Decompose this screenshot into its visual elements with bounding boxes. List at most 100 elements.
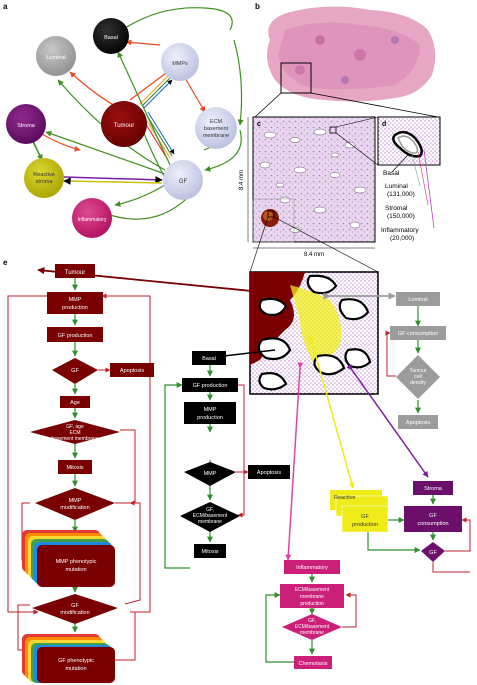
inflammatory-decision bbox=[282, 614, 342, 640]
tumour-age-decision-label-1: GF, age bbox=[66, 424, 84, 430]
ecm-node-label-3: membrane bbox=[203, 133, 229, 139]
inflammatory-ecm-label-1: ECM/basement bbox=[295, 587, 330, 593]
tumour-mmp-production-label-1: MMP bbox=[69, 297, 82, 303]
tumour-age-decision-label-3: basement membrane bbox=[51, 436, 98, 442]
basal-apoptosis-label: Apoptosis bbox=[257, 470, 281, 476]
tumour-apoptosis bbox=[110, 363, 154, 377]
tumour-node bbox=[101, 101, 147, 147]
inflammatory-flowchart: Inflammatory ECM/basement membrane produ… bbox=[265, 560, 357, 669]
gf-pheno-label-1: GF phenotypic bbox=[58, 658, 94, 664]
zoom-line-right bbox=[310, 92, 439, 118]
arrow-ecm-to-gf bbox=[204, 129, 242, 172]
inflammatory-ecm-production bbox=[280, 584, 344, 608]
tumour-flow-start-label: Tumour bbox=[65, 270, 85, 276]
zoom-line-left bbox=[254, 92, 282, 118]
basal-mmp-decision bbox=[184, 462, 236, 486]
tumour-flow-start bbox=[55, 264, 95, 278]
gf-node bbox=[163, 160, 203, 200]
stroma-flow-start bbox=[413, 481, 453, 495]
reactive-stroma-node bbox=[24, 158, 64, 198]
arrow-to-inflammatory-flow bbox=[285, 362, 304, 561]
basal-flow-start bbox=[192, 351, 226, 365]
zoom-line-d-bottom bbox=[335, 132, 379, 166]
tumour-gf-mod-label-2: modification bbox=[60, 610, 89, 616]
stroma-gf-decision-label: GF bbox=[429, 550, 437, 556]
basal-ecm-decision bbox=[180, 502, 240, 532]
mmp-phenotypic-stack: MMP phenotypic mutation bbox=[22, 530, 115, 587]
detail-cell bbox=[392, 130, 423, 158]
tumour-age-decision-label-2: ECM bbox=[69, 430, 80, 436]
basal-gf-production-label: GF production bbox=[193, 383, 228, 389]
inflammatory-node bbox=[72, 198, 112, 238]
basal-node-label: Basal bbox=[104, 35, 118, 41]
zoom-box-tumour bbox=[267, 210, 275, 218]
arrow-reactive-to-gf bbox=[63, 176, 163, 184]
tumour-age-decision bbox=[30, 420, 120, 444]
luminal-apoptosis bbox=[398, 415, 438, 429]
tumour-flowchart: Tumour MMP production GF production GF A… bbox=[7, 264, 154, 683]
arrow-mmps-to-basal bbox=[125, 39, 161, 46]
stroma-node-label: Stroma bbox=[17, 123, 36, 129]
luminal-decision-label-1: Tumour bbox=[409, 368, 426, 374]
tumour-gf-mod-label-1: GF bbox=[71, 603, 79, 609]
zoom-box bbox=[280, 62, 312, 94]
inflammatory-node-label: Inflammatory bbox=[78, 217, 107, 223]
arrow-to-reactive-flow bbox=[307, 335, 355, 489]
basal-ecm-decision-label-3: membrane bbox=[198, 519, 222, 525]
tumour-mmp-mod-label-2: modification bbox=[60, 505, 89, 511]
rainbow-up-3 bbox=[143, 79, 173, 109]
mmps-node bbox=[161, 43, 199, 81]
inflammatory-flow-start-label: Inflammatory bbox=[296, 565, 328, 571]
inflammatory-decision-label-2: ECM/basement bbox=[295, 624, 330, 630]
tumour-age-label: Age bbox=[70, 400, 80, 406]
stroma-gf-consumption-label-1: GF bbox=[429, 513, 437, 519]
basal-mitosis-label: Mitosis bbox=[201, 549, 218, 555]
luminal-flowchart: Luminal GF consumption Tumour cell densi… bbox=[385, 292, 446, 429]
stroma-gf-consumption-label-2: consumption bbox=[417, 521, 448, 527]
luminal-gf-consumption bbox=[390, 326, 446, 340]
simulation-panel: c bbox=[252, 116, 376, 243]
basal-mitosis bbox=[194, 544, 226, 558]
basal-flow-start-label: Basal bbox=[202, 356, 216, 362]
reactive-node-label-1: Reactive bbox=[33, 172, 54, 178]
reactive-gf-production-label-1: GF bbox=[361, 514, 369, 520]
stroma-gf-decision bbox=[421, 542, 445, 562]
rainbow-up-2 bbox=[141, 77, 171, 107]
mmps-node-label: MMPs bbox=[172, 61, 188, 67]
tumour-gf-production-label: GF production bbox=[58, 333, 93, 339]
mmp-pheno-label-2: mutation bbox=[65, 567, 86, 573]
luminal-node-label: Luminal bbox=[46, 55, 65, 61]
gf-pheno-label-2: mutation bbox=[65, 666, 86, 672]
luminal-decision-label-3: density bbox=[410, 380, 426, 386]
arrow-gf-to-reactive bbox=[63, 177, 163, 185]
rainbow-up-1 bbox=[139, 75, 169, 105]
basal-mmp-decision-label: MMP bbox=[204, 471, 217, 477]
arrow-gf-to-basal bbox=[117, 51, 171, 166]
mmp-pheno-label-1: MMP phenotypic bbox=[56, 559, 97, 565]
legend-lines bbox=[391, 149, 435, 229]
zoom-box-small bbox=[329, 126, 337, 134]
stroma-gf-consumption bbox=[404, 506, 462, 532]
tumour-mmp-production-label-2: production bbox=[62, 305, 88, 311]
luminal-apoptosis-label: Apoptosis bbox=[406, 420, 430, 426]
tumour-mmp-production bbox=[47, 292, 103, 314]
panel-e-label: e bbox=[3, 258, 8, 267]
tumour-mmp-mod-label-1: MMP bbox=[69, 498, 82, 504]
reactive-gf-production-label-2: production bbox=[352, 522, 378, 528]
ecm-node bbox=[195, 107, 237, 149]
panel-c-label: c bbox=[257, 121, 261, 128]
basal-mmp-production-label-1: MMP bbox=[204, 407, 217, 413]
inflammatory-ecm-label-2: membrane bbox=[300, 594, 324, 600]
legend-inflammatory-name: Inflammatory bbox=[381, 227, 419, 234]
tumour-gf-decision-label: GF bbox=[71, 368, 79, 374]
tumour-gf-production bbox=[47, 327, 103, 342]
tumour-gf-decision bbox=[52, 358, 98, 384]
tumour-apoptosis-label: Apoptosis bbox=[120, 368, 144, 374]
tissue-section bbox=[266, 6, 436, 102]
luminal-density-decision bbox=[396, 355, 440, 399]
arrow-gf-to-basal-top bbox=[121, 7, 233, 31]
arrow-right-side bbox=[233, 39, 244, 126]
zoom-simulation bbox=[249, 271, 379, 395]
panel-b-label: b bbox=[255, 2, 260, 11]
